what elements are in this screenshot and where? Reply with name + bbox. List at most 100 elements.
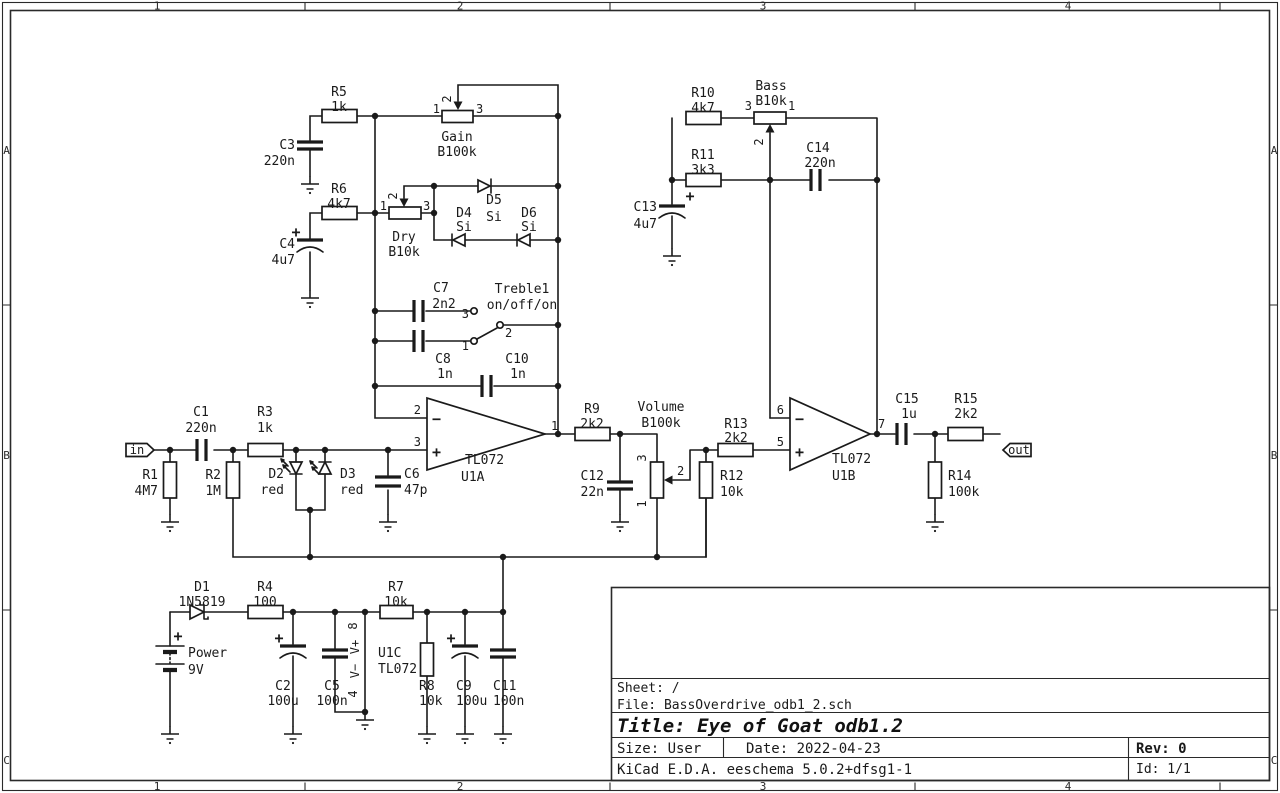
ref-D6: D6 <box>521 206 537 221</box>
component-C15[interactable]: C15 1u <box>895 392 919 445</box>
polarity-C4: + <box>291 223 300 241</box>
component-D5[interactable]: D5 Si <box>477 178 502 225</box>
component-R10[interactable]: R10 4k7 <box>685 86 722 126</box>
component-R2[interactable]: R2 1M <box>205 461 241 499</box>
component-U1C[interactable]: 8 V+ V− 4 U1C TL072 <box>346 622 417 697</box>
U1B-minus-sign: − <box>795 410 804 428</box>
vminus-U1C: V− <box>348 664 362 678</box>
component-Bass-pot[interactable]: 3 1 2 Bass B10k <box>745 79 795 146</box>
value-C2: 100u <box>267 694 298 709</box>
component-C7[interactable]: C7 2n2 <box>412 281 456 322</box>
value-R7: 10k <box>384 595 408 610</box>
component-C13[interactable]: + C13 4u7 <box>634 187 695 232</box>
component-R12[interactable]: R12 10k <box>698 461 744 500</box>
component-C9[interactable]: + C9 100u <box>446 629 487 709</box>
pin1-Volume: 1 <box>635 500 649 507</box>
ref-Gain: Gain <box>441 130 472 145</box>
component-R9[interactable]: R9 2k2 <box>574 402 611 442</box>
titleblock-date: Date: 2022-04-23 <box>746 741 881 757</box>
component-C6[interactable]: C6 47p <box>375 467 428 498</box>
component-R4[interactable]: R4 100 <box>247 580 284 620</box>
component-R11[interactable]: R11 3k3 <box>685 148 722 188</box>
pin3-Bass: 3 <box>745 99 752 113</box>
ref-C1: C1 <box>193 405 209 420</box>
component-R3[interactable]: R3 1k <box>247 405 284 458</box>
value-R1: 4M7 <box>135 484 158 499</box>
pin-vminus-U1C: 4 <box>346 690 360 697</box>
component-Gain-pot[interactable]: 1 3 2 Gain B100k <box>433 95 483 160</box>
port-in[interactable]: in <box>125 442 156 458</box>
ref-C15: C15 <box>895 392 918 407</box>
component-Power-battery[interactable]: + Power 9V <box>155 627 227 678</box>
component-C3[interactable]: C3 220n <box>264 138 323 169</box>
component-Volume-pot[interactable]: Volume B100k 3 1 2 <box>635 400 685 508</box>
pin2-Dry: 2 <box>386 192 400 199</box>
pin2-Bass: 2 <box>752 138 766 145</box>
pin3-Dry: 3 <box>423 199 430 213</box>
component-D3[interactable]: D3 red <box>309 460 363 498</box>
component-R13[interactable]: R13 2k2 <box>717 417 754 458</box>
value-R13: 2k2 <box>724 431 747 446</box>
ref-C13: C13 <box>634 200 657 215</box>
component-D6[interactable]: D6 Si <box>516 206 537 248</box>
component-C12[interactable]: C12 22n <box>581 469 633 500</box>
ref-Volume: Volume <box>638 400 685 415</box>
ref-R2: R2 <box>205 468 221 483</box>
component-Dry-pot[interactable]: 1 3 2 Dry B10k <box>380 192 430 260</box>
value-C6: 47p <box>404 483 428 498</box>
wires <box>153 84 1001 727</box>
component-D2[interactable]: D2 red <box>261 458 304 498</box>
component-C10[interactable]: C10 1n <box>480 352 529 397</box>
component-C4[interactable]: + C4 4u7 <box>272 223 324 268</box>
titleblock-id: Id: 1/1 <box>1136 762 1191 777</box>
component-C11[interactable]: C11 100n <box>490 648 524 709</box>
component-U1B[interactable]: − + 6 5 7 TL072 U1B <box>777 396 885 484</box>
ref-C3: C3 <box>279 138 295 153</box>
component-U1A[interactable]: − + 2 3 1 TL072 U1A <box>414 396 558 485</box>
component-C1[interactable]: C1 220n <box>185 405 217 461</box>
component-D4[interactable]: D4 Si <box>451 206 472 248</box>
value-D4: Si <box>456 220 472 235</box>
value-R10: 4k7 <box>691 101 714 116</box>
border-col-4: 4 <box>1065 0 1072 13</box>
component-C14[interactable]: C14 220n <box>804 141 836 191</box>
component-R7[interactable]: R7 10k <box>379 580 414 620</box>
ref-D2: D2 <box>268 467 284 482</box>
ref-C10: C10 <box>505 352 528 367</box>
border-col-2: 2 <box>457 0 464 13</box>
pin-inv-U1A: 2 <box>414 403 421 417</box>
component-R1[interactable]: R1 4M7 <box>135 461 178 499</box>
component-C5[interactable]: C5 100n <box>316 648 348 709</box>
component-D1[interactable]: D1 1N5819 <box>179 580 226 621</box>
component-C2[interactable]: + C2 100u <box>267 629 307 709</box>
ref-R8: R8 <box>419 679 435 694</box>
value-Dry: B10k <box>388 245 419 260</box>
border-row-b: B <box>3 449 10 462</box>
pin-vplus-U1C: 8 <box>346 622 360 629</box>
component-R15[interactable]: R15 2k2 <box>947 392 984 442</box>
border-col-4b: 4 <box>1065 780 1072 793</box>
component-R5[interactable]: R5 1k <box>321 85 358 124</box>
value-R15: 2k2 <box>954 407 977 422</box>
port-out[interactable]: out <box>1001 442 1032 458</box>
pin-noninv-U1B: 5 <box>777 435 784 449</box>
component-C8[interactable]: C8 1n <box>412 330 453 382</box>
polarity-C2: + <box>274 629 283 647</box>
component-Treble1-switch[interactable]: 3 1 2 Treble1 on/off/on <box>462 282 557 353</box>
component-R14[interactable]: R14 100k <box>927 461 980 500</box>
pin-out-U1B: 7 <box>878 417 885 431</box>
vplus-U1C: V+ <box>348 640 362 654</box>
border-col-2b: 2 <box>457 780 464 793</box>
value-C13: 4u7 <box>634 217 657 232</box>
port-out-label: out <box>1008 443 1030 457</box>
value-R14: 100k <box>948 485 979 500</box>
component-R6[interactable]: R6 4k7 <box>321 182 358 221</box>
component-R8[interactable]: R8 10k <box>419 642 443 709</box>
value-C15: 1u <box>901 407 917 422</box>
ref-R9: R9 <box>584 402 600 417</box>
border-row-a: A <box>3 144 10 157</box>
ref-Bass: Bass <box>755 79 786 94</box>
value-D1: 1N5819 <box>179 595 226 610</box>
value-U1C: TL072 <box>378 662 417 677</box>
